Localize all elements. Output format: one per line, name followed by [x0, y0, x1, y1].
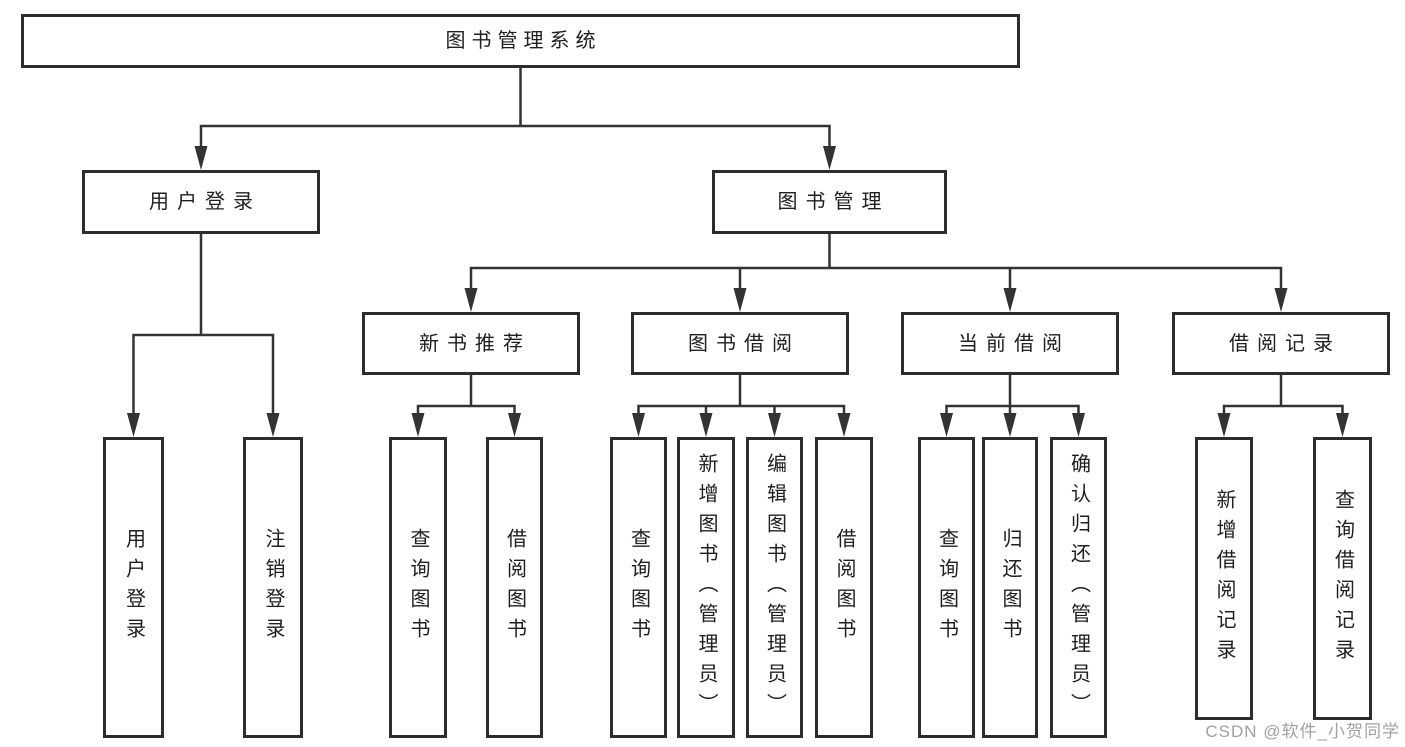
node-label-leaf-bor-query: 查询图书 [627, 527, 650, 648]
node-label-leaf-cur-return: 归还图书 [999, 527, 1021, 648]
node-label-leaf-rcd-query: 查询借阅记录 [1331, 488, 1354, 669]
arrowhead-down-icon [194, 146, 208, 170]
node-leaf-rcd-add: 新增借阅记录 [1195, 437, 1253, 720]
node-borrow: 图书借阅 [631, 312, 849, 375]
arrowhead-down-icon [733, 288, 747, 312]
arrowhead-down-icon [940, 413, 953, 437]
node-label-leaf-rec-query: 查询图书 [407, 527, 429, 648]
arrowhead-down-icon [1072, 413, 1085, 437]
node-label-leaf-user-login: 用户登录 [122, 527, 145, 648]
node-label-leaf-bor-edit: 编辑图书（管理员） [763, 452, 786, 723]
node-label-leaf-rcd-add: 新增借阅记录 [1213, 488, 1235, 669]
node-label-recommend: 新书推荐 [419, 332, 531, 355]
node-label-manage: 图书管理 [777, 191, 890, 213]
node-label-root: 图书管理系统 [445, 30, 602, 52]
node-leaf-cur-confirm: 确认归还（管理员） [1050, 437, 1107, 738]
node-leaf-rec-borrow: 借阅图书 [486, 437, 543, 738]
node-root: 图书管理系统 [21, 14, 1020, 68]
node-label-leaf-bor-add: 新增图书（管理员） [695, 452, 717, 723]
node-label-records: 借阅记录 [1229, 332, 1341, 355]
node-label-leaf-cur-confirm: 确认归还（管理员） [1067, 452, 1090, 723]
arrowhead-down-icon [464, 288, 478, 312]
node-leaf-user-login: 用户登录 [103, 437, 164, 738]
node-records: 借阅记录 [1172, 312, 1390, 375]
node-leaf-logout: 注销登录 [243, 437, 303, 738]
arrowhead-down-icon [768, 413, 781, 437]
node-current: 当前借阅 [901, 312, 1119, 375]
node-leaf-cur-return: 归还图书 [982, 437, 1038, 738]
node-leaf-bor-query: 查询图书 [610, 437, 667, 738]
arrowhead-down-icon [127, 413, 140, 437]
node-leaf-rcd-query: 查询借阅记录 [1313, 437, 1372, 720]
tree-connector-path [132, 66, 1344, 419]
arrowhead-down-icon [837, 413, 851, 437]
arrowhead-down-icon [508, 413, 521, 437]
node-leaf-bor-edit: 编辑图书（管理员） [746, 437, 803, 738]
node-leaf-bor-add: 新增图书（管理员） [677, 437, 735, 738]
node-recommend: 新书推荐 [362, 312, 580, 375]
arrowhead-down-icon [411, 413, 425, 437]
arrowhead-down-icon [1217, 413, 1231, 437]
arrowhead-down-icon [266, 413, 280, 437]
arrowhead-down-icon [1003, 413, 1017, 437]
node-login: 用户登录 [82, 170, 320, 234]
node-leaf-cur-query: 查询图书 [918, 437, 975, 738]
node-manage: 图书管理 [712, 170, 947, 234]
node-label-leaf-bor-borrow: 借阅图书 [833, 527, 855, 648]
node-label-login: 用户登录 [149, 191, 261, 213]
node-label-leaf-logout: 注销登录 [262, 527, 284, 648]
arrowhead-down-icon [1003, 288, 1017, 312]
arrowhead-down-icon [1336, 413, 1349, 437]
arrowhead-down-icon [823, 146, 836, 170]
csdn-watermark: CSDN @软件_小贺同学 [1205, 722, 1400, 741]
arrowhead-down-icon [699, 413, 713, 437]
node-label-leaf-rec-borrow: 借阅图书 [503, 527, 526, 648]
arrowhead-down-icon [1274, 288, 1288, 312]
node-label-current: 当前借阅 [958, 332, 1070, 355]
node-label-borrow: 图书借阅 [688, 332, 800, 355]
node-label-leaf-cur-query: 查询图书 [935, 527, 958, 648]
node-leaf-bor-borrow: 借阅图书 [815, 437, 873, 738]
node-leaf-rec-query: 查询图书 [389, 437, 447, 738]
arrowhead-down-icon [632, 413, 645, 437]
